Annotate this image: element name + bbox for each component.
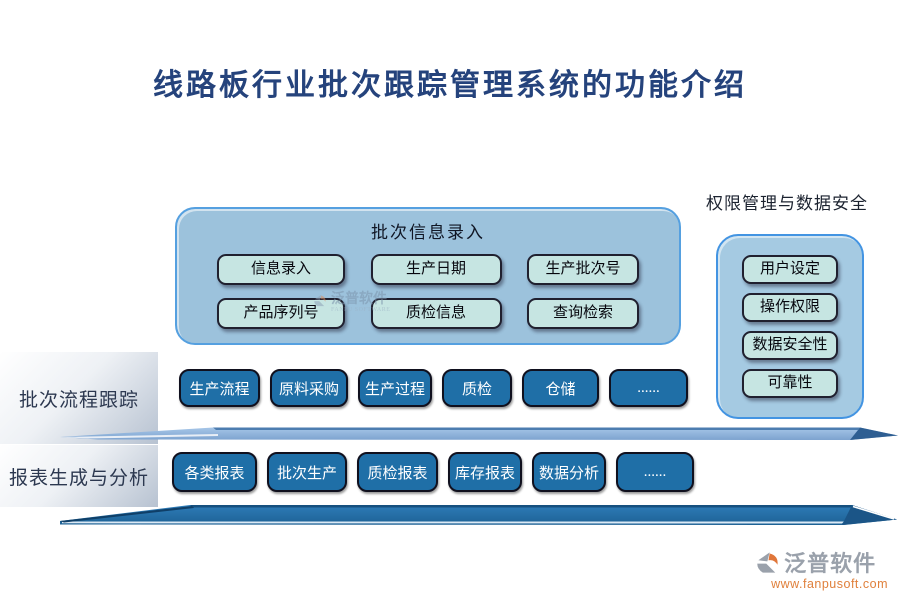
- process-row: 生产流程 原料采购 生产过程 质检 仓储 ......: [179, 369, 688, 407]
- report-row-label: 报表生成与分析: [8, 467, 149, 489]
- report-button-stock-report[interactable]: 库存报表: [448, 452, 522, 492]
- batch-info-button-qc-info[interactable]: 质检信息: [370, 298, 502, 329]
- center-watermark: 泛普软件 FANPU SOFTWARE: [313, 293, 390, 313]
- batch-info-button-query-search[interactable]: 查询检索: [527, 298, 639, 329]
- page-title: 线路板行业批次跟踪管理系统的功能介绍: [153, 69, 747, 102]
- fanpu-logo-name: 泛普软件: [784, 551, 877, 576]
- fanpu-logo-url: www.fanpusoft.com: [771, 577, 888, 591]
- report-button-qc-report[interactable]: 质检报表: [357, 452, 438, 492]
- report-button-batch-prod[interactable]: 批次生产: [267, 452, 347, 492]
- process-button-qc[interactable]: 质检: [442, 369, 512, 407]
- batch-info-button-grid: 信息录入 生产日期 生产批次号 产品序列号 质检信息 查询检索: [177, 243, 679, 329]
- process-button-more[interactable]: ......: [609, 369, 688, 407]
- process-row-label: 批次流程跟踪: [18, 389, 139, 411]
- batch-info-button-serial-number[interactable]: 产品序列号: [217, 298, 345, 329]
- batch-info-button-info-entry[interactable]: 信息录入: [217, 254, 345, 285]
- process-divider-ribbon: [60, 427, 898, 440]
- batch-info-button-prod-date[interactable]: 生产日期: [370, 254, 502, 285]
- report-row: 各类报表 批次生产 质检报表 库存报表 数据分析 ......: [172, 452, 694, 492]
- report-button-all-reports[interactable]: 各类报表: [172, 452, 257, 492]
- fanpu-logo: 泛普软件 www.fanpusoft.com: [755, 546, 888, 591]
- process-button-prod-flow[interactable]: 生产流程: [179, 369, 260, 407]
- batch-info-panel-title: 批次信息录入: [371, 223, 485, 242]
- permission-button-user-setting[interactable]: 用户设定: [742, 255, 838, 284]
- watermark-subtext: FANPU SOFTWARE: [331, 307, 391, 313]
- watermark-text: 泛普软件: [331, 292, 387, 307]
- process-button-material-purchase[interactable]: 原料采购: [270, 369, 348, 407]
- report-row-label-box: 报表生成与分析: [0, 445, 158, 507]
- batch-info-button-batch-number[interactable]: 生产批次号: [527, 254, 639, 285]
- fanpu-logo-icon: [757, 551, 778, 573]
- process-button-warehouse[interactable]: 仓储: [522, 369, 599, 407]
- watermark-logo-icon: [314, 294, 326, 307]
- permission-button-reliability[interactable]: 可靠性: [742, 369, 838, 398]
- process-button-prod-process[interactable]: 生产过程: [358, 369, 432, 407]
- permission-button-data-security[interactable]: 数据安全性: [742, 331, 838, 360]
- batch-info-panel: 批次信息录入 信息录入 生产日期 生产批次号 产品序列号 质检信息 查询检索: [175, 207, 681, 345]
- permission-panel: 用户设定 操作权限 数据安全性 可靠性: [716, 234, 864, 419]
- report-divider-platform: [60, 505, 897, 525]
- report-button-more[interactable]: ......: [616, 452, 694, 492]
- process-row-label-box: 批次流程跟踪: [0, 352, 158, 444]
- permission-section-label: 权限管理与数据安全: [706, 194, 868, 213]
- report-button-data-analysis[interactable]: 数据分析: [532, 452, 606, 492]
- permission-button-op-rights[interactable]: 操作权限: [742, 293, 838, 322]
